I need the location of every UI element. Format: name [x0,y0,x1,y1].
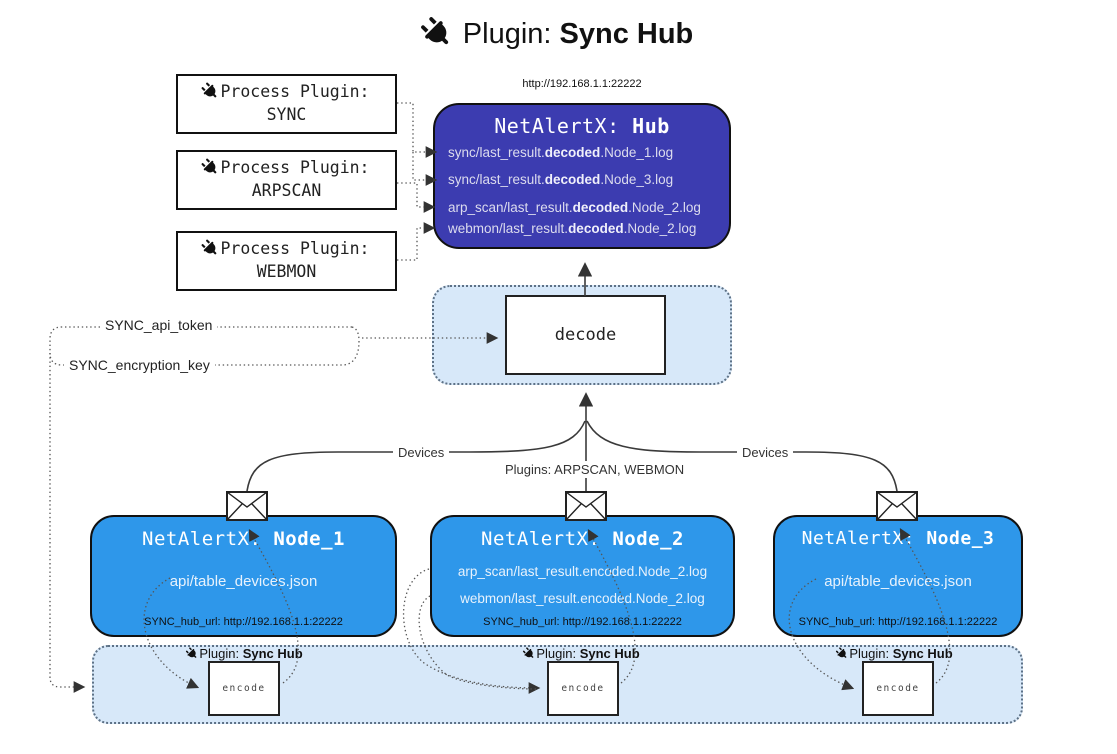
plug-icon [199,155,226,182]
band-plugin-label: Plugin: Sync Hub [145,646,345,662]
process-plugin-label: Process Plugin: [220,82,370,101]
process-plugin-arpscan: Process Plugin: ARPSCAN [176,150,397,210]
envelope-icon [876,491,918,521]
encode-box: encode [862,661,934,716]
hub-title: NetAlertX: Hub [494,114,670,138]
encode-box: encode [208,661,280,716]
process-plugin-label: Process Plugin: [220,158,370,177]
envelope-icon [565,491,607,521]
edge-label-devices-left: Devices [393,444,450,461]
edge-label-devices-right: Devices [737,444,794,461]
node-file-line: webmon/last_result.encoded.Node_2.log [460,591,705,606]
process-plugin-name: SYNC [266,105,307,124]
node-2-box: NetAlertX: Node_2 arp_scan/last_result.e… [430,515,735,637]
node-title: NetAlertX: Node_3 [801,528,995,549]
node-1-box: NetAlertX: Node_1 api/table_devices.json… [90,515,397,637]
hub-log-line: sync/last_result.decoded.Node_3.log [448,172,674,187]
node-hub-url: SYNC_hub_url: http://192.168.1.1:22222 [144,616,343,628]
node-title: NetAlertX: Node_2 [481,528,684,550]
process-plugin-name: ARPSCAN [251,181,322,200]
decode-box: decode [505,295,666,375]
plug-icon [414,11,463,60]
node-file-line: api/table_devices.json [824,573,972,590]
process-plugin-webmon: Process Plugin: WEBMON [176,231,397,291]
plug-icon [199,236,226,263]
plug-icon [199,79,226,106]
node-title: NetAlertX: Node_1 [142,528,345,550]
edge-label-plugins: Plugins: ARPSCAN, WEBMON [500,461,690,478]
process-plugin-sync: Process Plugin: SYNC [176,74,397,134]
sync-encryption-key-label: SYNC_encryption_key [64,357,215,373]
envelope-icon [226,491,268,521]
process-plugin-label: Process Plugin: [220,239,370,258]
page-title: Plugin: Sync Hub [0,16,1117,55]
hub-log-line: sync/last_result.decoded.Node_1.log [448,145,674,160]
node-3-box: NetAlertX: Node_3 api/table_devices.json… [773,515,1023,637]
hub-url-label: http://192.168.1.1:22222 [522,78,642,90]
node-hub-url: SYNC_hub_url: http://192.168.1.1:22222 [483,616,682,628]
node-file-line: arp_scan/last_result.encoded.Node_2.log [457,564,708,579]
encode-box: encode [547,661,619,716]
band-plugin-label: Plugin: Sync Hub [482,646,682,662]
node-hub-url: SYNC_hub_url: http://192.168.1.1:22222 [798,616,998,628]
process-plugin-name: WEBMON [256,262,317,281]
hub-log-line: arp_scan/last_result.decoded.Node_2.log [448,200,701,215]
sync-api-token-label: SYNC_api_token [100,317,218,333]
page-title-bold: Sync Hub [559,18,694,51]
band-plugin-label: Plugin: Sync Hub [795,646,995,662]
hub-log-line: webmon/last_result.decoded.Node_2.log [448,221,697,236]
page-title-text: Plugin: [462,18,560,51]
node-file-line: api/table_devices.json [169,573,318,590]
hub-box: NetAlertX: Hub sync/last_result.decoded.… [433,103,731,249]
